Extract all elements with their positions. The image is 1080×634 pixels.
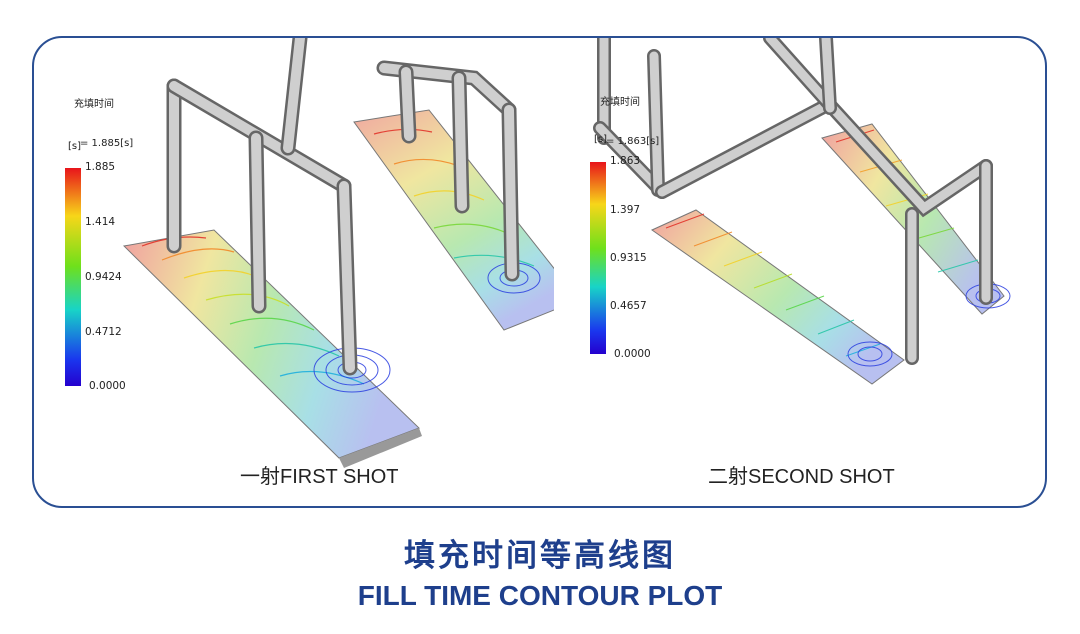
second-shot-readout-value: = 1.863[s] — [606, 136, 660, 147]
first-shot-model-render — [122, 38, 554, 468]
first-shot-colorbar — [65, 168, 81, 386]
figure-frame: 充填时间 = 1.885[s] [s] 1.885 1.414 0.9424 0… — [32, 36, 1047, 508]
first-shot-tick-min: 0.0000 — [89, 380, 126, 392]
first-shot-readout-value: = 1.885[s] — [80, 138, 134, 149]
first-shot-tick-4: 0.4712 — [85, 326, 122, 338]
figure-title-chinese: 填充时间等高线图 — [404, 538, 676, 574]
second-shot-tick-min: 0.0000 — [614, 348, 651, 360]
second-shot-tick-3: 0.9315 — [610, 252, 647, 264]
first-shot-caption: 一射FIRST SHOT — [240, 466, 399, 488]
figure-title-english: FILL TIME CONTOUR PLOT — [357, 580, 723, 611]
second-shot-tick-2: 1.397 — [610, 204, 641, 216]
first-shot-panel: 充填时间 = 1.885[s] [s] 1.885 1.414 0.9424 0… — [34, 38, 554, 510]
second-shot-panel: 充填时间 = 1.863[s] [s] 1.863 1.397 0.9315 0… — [574, 38, 1044, 510]
second-shot-model-render — [593, 38, 1011, 385]
second-shot-tick-4: 0.4657 — [610, 300, 647, 312]
second-shot-colorbar-unit: [s] — [594, 134, 608, 145]
second-shot-caption: 二射SECOND SHOT — [708, 466, 895, 488]
first-shot-tick-3: 0.9424 — [85, 271, 122, 283]
first-shot-colorbar-unit: [s] — [68, 141, 82, 152]
first-shot-readout-label: 充填时间 — [74, 99, 114, 110]
first-shot-tick-max: 1.885 — [85, 161, 116, 173]
second-shot-colorbar — [590, 162, 606, 354]
second-shot-tick-max: 1.863 — [610, 155, 641, 167]
second-shot-readout-label: 充填时间 — [600, 97, 640, 108]
first-shot-tick-2: 1.414 — [85, 216, 116, 228]
second-shot-readout: 充填时间 = 1.863[s] — [600, 70, 659, 174]
first-shot-readout: 充填时间 = 1.885[s] — [74, 72, 133, 176]
